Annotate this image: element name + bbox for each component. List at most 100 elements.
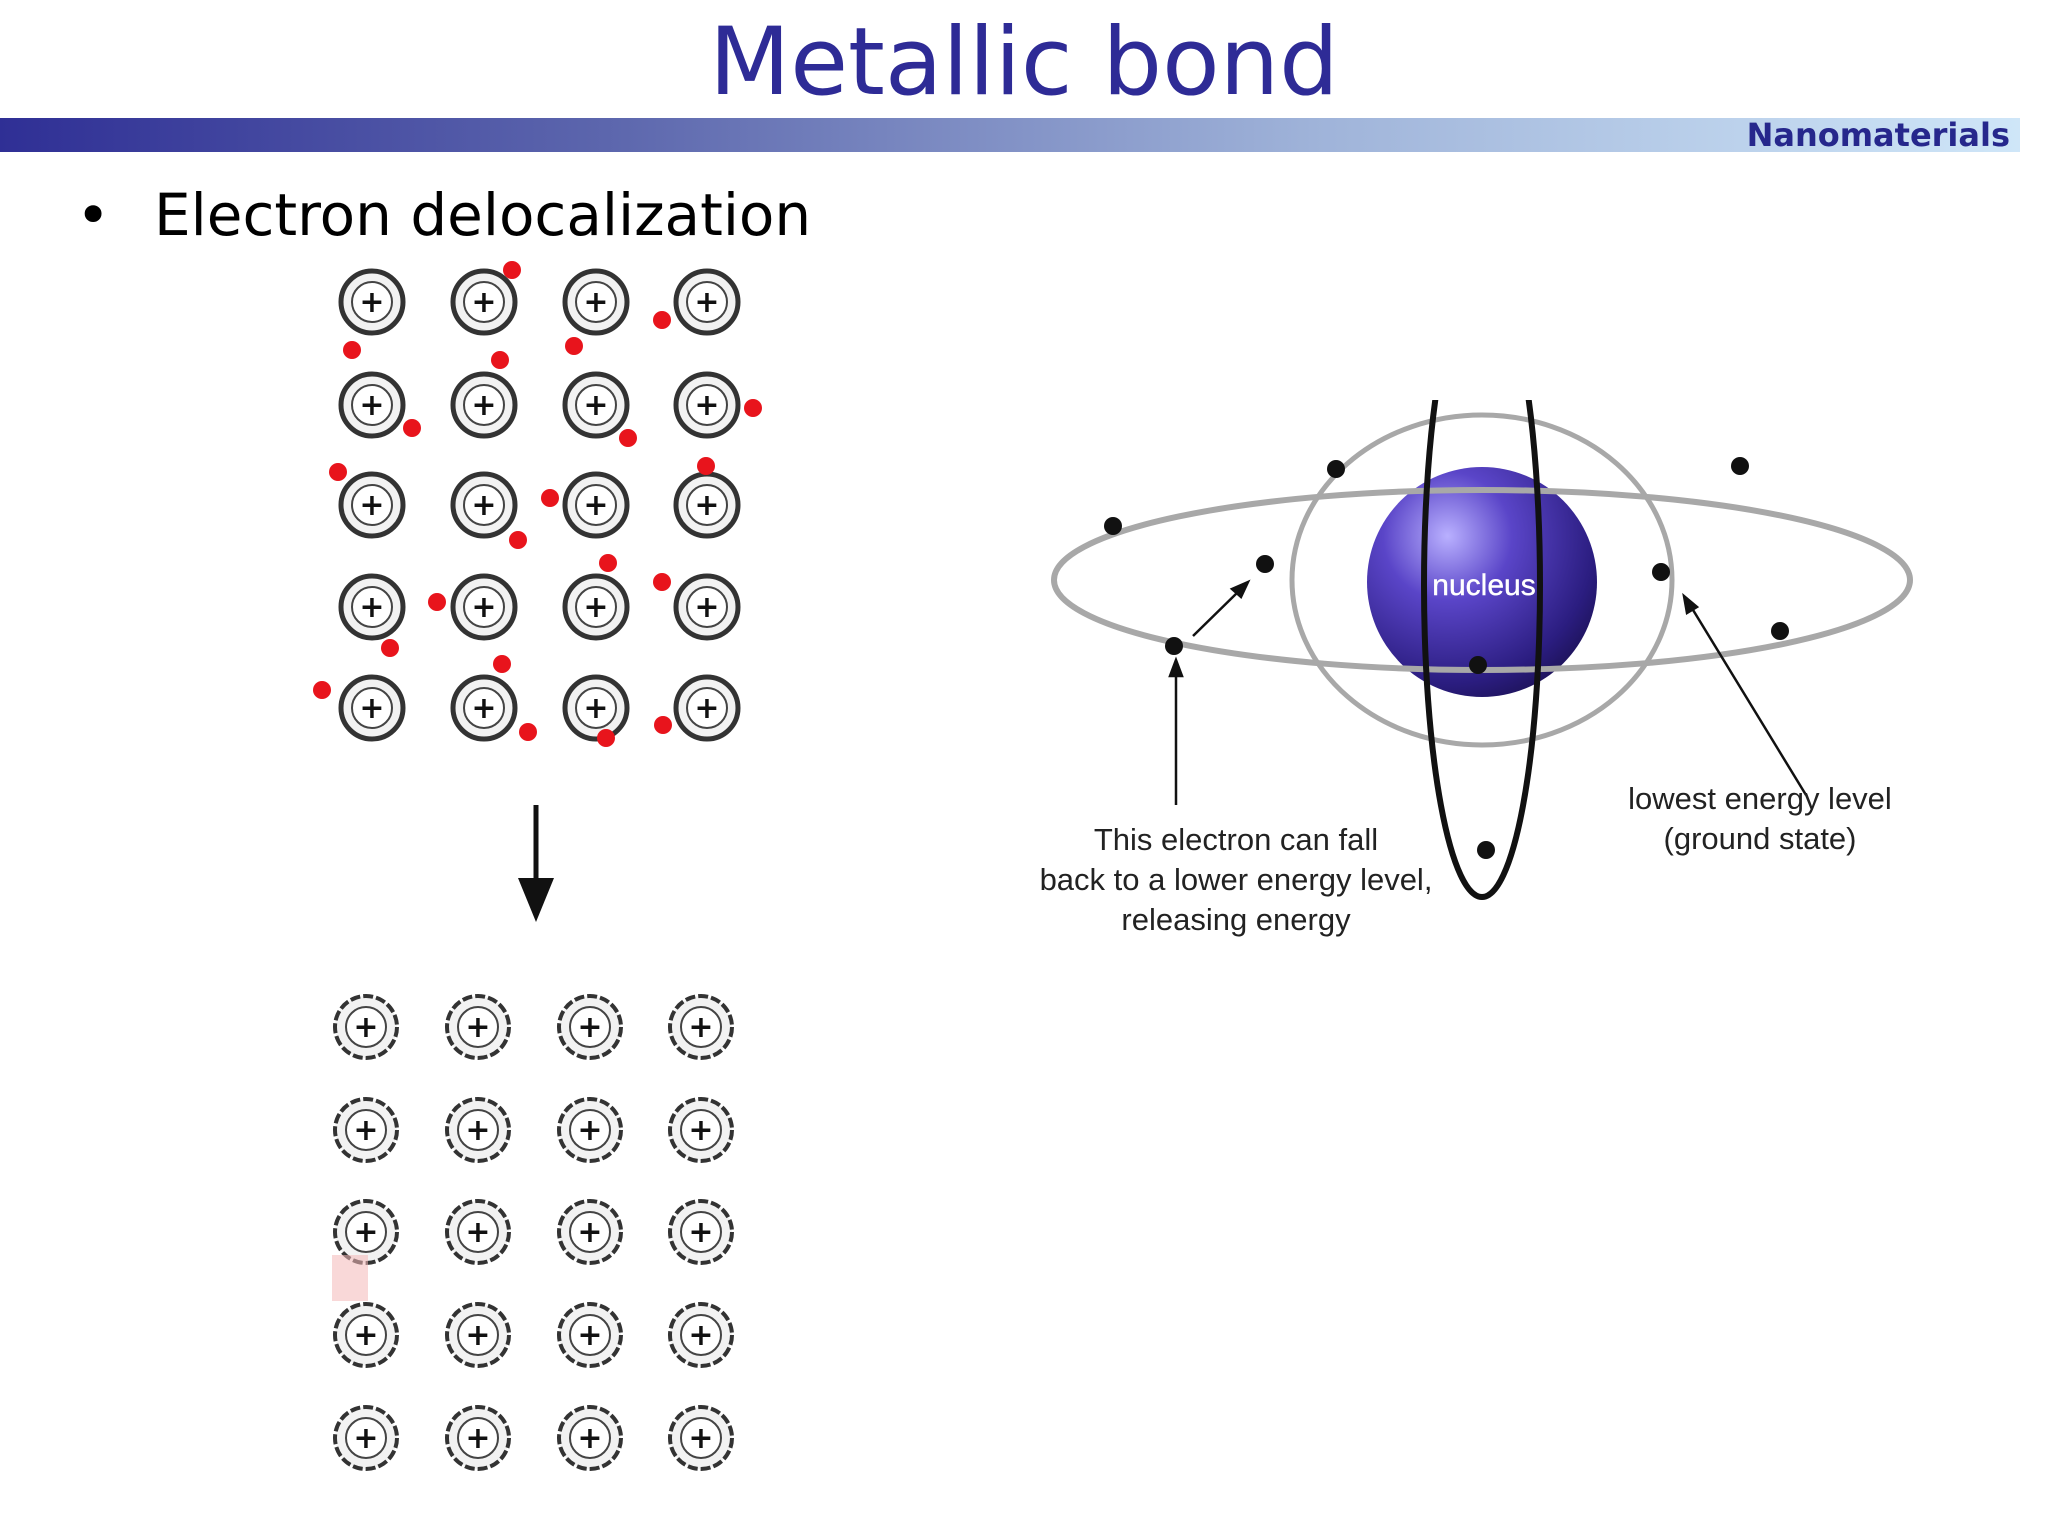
free-electron bbox=[509, 531, 527, 549]
ion-core bbox=[569, 1417, 611, 1459]
residual-electron-cloud bbox=[332, 1255, 368, 1301]
electron bbox=[1327, 460, 1345, 478]
ion-core bbox=[575, 484, 617, 526]
callout-fall: This electron can fall back to a lower e… bbox=[1040, 822, 1433, 937]
ion-core bbox=[345, 1109, 387, 1151]
ion: + bbox=[333, 1302, 399, 1368]
ion-charge-label: + bbox=[688, 1421, 713, 1456]
ion-core bbox=[680, 1109, 722, 1151]
ion: + bbox=[673, 371, 741, 439]
ion: + bbox=[557, 1302, 623, 1368]
free-electron bbox=[653, 311, 671, 329]
free-electron bbox=[565, 337, 583, 355]
ion-charge-label: + bbox=[583, 285, 608, 320]
ion-core bbox=[575, 384, 617, 426]
free-electron bbox=[541, 489, 559, 507]
ion: + bbox=[450, 573, 518, 641]
ion-core bbox=[457, 1109, 499, 1151]
ion-core bbox=[457, 1211, 499, 1253]
ion: + bbox=[338, 268, 406, 336]
ion: + bbox=[557, 1199, 623, 1265]
free-electron bbox=[343, 341, 361, 359]
ion-core bbox=[680, 1417, 722, 1459]
free-electron bbox=[491, 351, 509, 369]
free-electron bbox=[503, 261, 521, 279]
ion: + bbox=[557, 1405, 623, 1471]
ion-charge-label: + bbox=[688, 1113, 713, 1148]
ion-charge-label: + bbox=[471, 488, 496, 523]
annotation-arrows bbox=[1168, 579, 1808, 805]
ion: + bbox=[450, 268, 518, 336]
free-electron bbox=[428, 593, 446, 611]
ion: + bbox=[445, 1199, 511, 1265]
free-electron bbox=[519, 723, 537, 741]
ion-core bbox=[463, 384, 505, 426]
callout-ground-line-1: lowest energy level bbox=[1628, 781, 1892, 816]
lattice-diagram: ++++++++++++++++++++ +++++++++++++++++++… bbox=[290, 250, 790, 1520]
free-electron bbox=[619, 429, 637, 447]
ion-core bbox=[575, 281, 617, 323]
ion: + bbox=[333, 1405, 399, 1471]
free-electron bbox=[597, 729, 615, 747]
ion: + bbox=[562, 674, 630, 742]
ion-charge-label: + bbox=[359, 488, 384, 523]
ion: + bbox=[450, 674, 518, 742]
ion-charge-label: + bbox=[465, 1421, 490, 1456]
ion-core bbox=[686, 586, 728, 628]
ion-core bbox=[351, 586, 393, 628]
ion-core bbox=[463, 484, 505, 526]
ion-core bbox=[575, 687, 617, 729]
ion-core bbox=[463, 687, 505, 729]
ion-core bbox=[686, 281, 728, 323]
callout-fall-line-3: releasing energy bbox=[1121, 902, 1351, 937]
callout-fall-line-2: back to a lower energy level, bbox=[1040, 862, 1433, 897]
slide-title: Metallic bond bbox=[709, 8, 1339, 117]
ion: + bbox=[557, 1097, 623, 1163]
ion-charge-label: + bbox=[353, 1421, 378, 1456]
ion-charge-label: + bbox=[577, 1113, 602, 1148]
free-electron bbox=[697, 457, 715, 475]
ion-core bbox=[351, 484, 393, 526]
ion-core bbox=[680, 1006, 722, 1048]
fall-pointer-head bbox=[1168, 656, 1184, 678]
ion-charge-label: + bbox=[353, 1010, 378, 1045]
ion-core bbox=[345, 1211, 387, 1253]
ion-charge-label: + bbox=[353, 1113, 378, 1148]
ion-charge-label: + bbox=[359, 590, 384, 625]
ion-charge-label: + bbox=[471, 388, 496, 423]
electron bbox=[1165, 637, 1183, 655]
atom-diagram: nucleus This elec bbox=[1000, 270, 1960, 1260]
ion-charge-label: + bbox=[353, 1215, 378, 1250]
free-electron bbox=[403, 419, 421, 437]
ion-charge-label: + bbox=[353, 1318, 378, 1353]
ion: + bbox=[673, 674, 741, 742]
free-electron bbox=[329, 463, 347, 481]
ion-core bbox=[680, 1314, 722, 1356]
ion-core bbox=[569, 1314, 611, 1356]
ion-core bbox=[569, 1006, 611, 1048]
ion: + bbox=[673, 471, 741, 539]
ion-core bbox=[569, 1211, 611, 1253]
ion: + bbox=[668, 1405, 734, 1471]
ion-core bbox=[680, 1211, 722, 1253]
ion: + bbox=[562, 371, 630, 439]
ion-core bbox=[345, 1314, 387, 1356]
ion-core bbox=[569, 1109, 611, 1151]
ion-charge-label: + bbox=[465, 1318, 490, 1353]
ion-charge-label: + bbox=[694, 691, 719, 726]
ion-charge-label: + bbox=[583, 388, 608, 423]
ion: + bbox=[668, 1302, 734, 1368]
ion-charge-label: + bbox=[577, 1215, 602, 1250]
ion-core bbox=[457, 1314, 499, 1356]
ion: + bbox=[673, 573, 741, 641]
ion-charge-label: + bbox=[694, 285, 719, 320]
electron bbox=[1469, 656, 1487, 674]
ion-charge-label: + bbox=[688, 1010, 713, 1045]
ion: + bbox=[338, 674, 406, 742]
ion: + bbox=[562, 471, 630, 539]
jump-arrow bbox=[1192, 589, 1241, 637]
ion: + bbox=[445, 1097, 511, 1163]
ion-charge-label: + bbox=[471, 590, 496, 625]
ion-core bbox=[351, 281, 393, 323]
ion-charge-label: + bbox=[359, 388, 384, 423]
